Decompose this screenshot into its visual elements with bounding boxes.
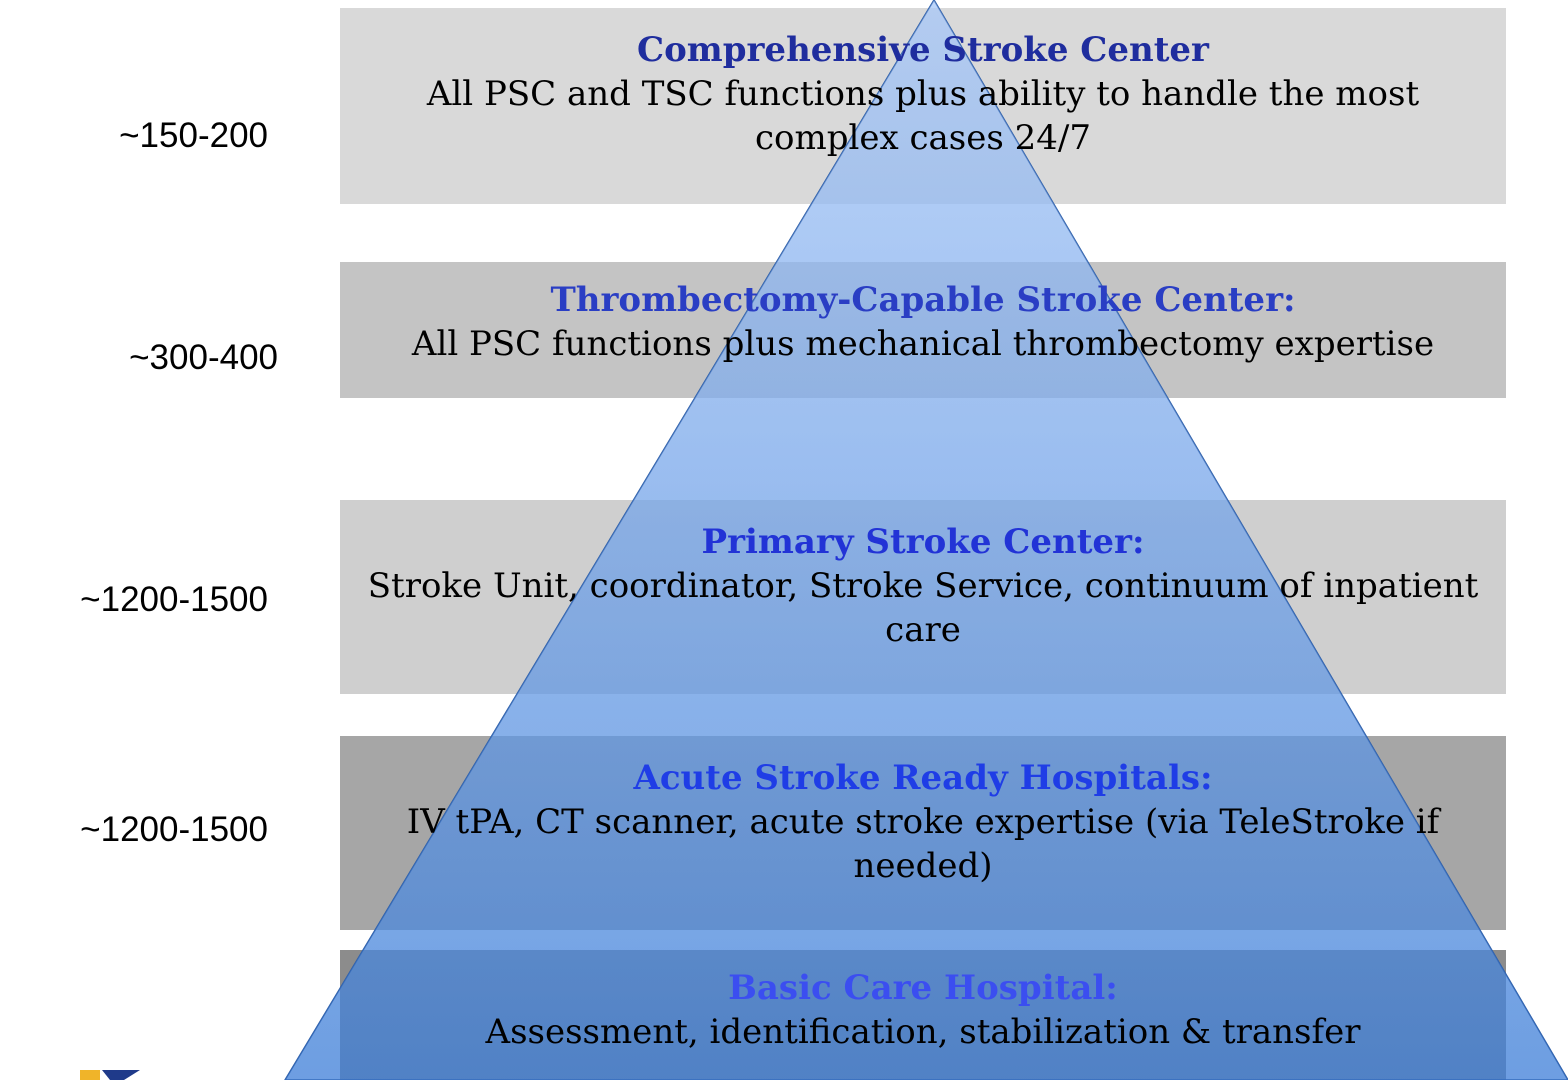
- tier-count-3: ~1200-1500: [80, 580, 268, 619]
- tier-count-2: ~300-400: [129, 338, 278, 377]
- tier-primary: Primary Stroke Center: Stroke Unit, coor…: [340, 520, 1506, 652]
- pyramid-fill: [285, 0, 1568, 1080]
- tier-count-4: ~1200-1500: [80, 810, 268, 849]
- logo-icon: [80, 1070, 140, 1080]
- tier-basic-care: Basic Care Hospital: Assessment, identif…: [340, 966, 1506, 1054]
- tier-acute-ready: Acute Stroke Ready Hospitals: IV tPA, CT…: [340, 756, 1506, 888]
- tier-comprehensive: Comprehensive Stroke Center All PSC and …: [340, 28, 1506, 160]
- tier-thrombectomy: Thrombectomy-Capable Stroke Center: All …: [340, 278, 1506, 366]
- tier-title: Comprehensive Stroke Center: [637, 30, 1209, 70]
- tier-description: Assessment, identification, stabilizatio…: [485, 1012, 1361, 1052]
- tier-description: All PSC and TSC functions plus ability t…: [426, 74, 1420, 158]
- tier-title: Primary Stroke Center:: [701, 522, 1145, 562]
- tier-title: Thrombectomy-Capable Stroke Center:: [550, 280, 1296, 320]
- tier-count-1: ~150-200: [119, 116, 268, 155]
- tier-title: Basic Care Hospital:: [728, 968, 1118, 1008]
- tier-description: All PSC functions plus mechanical thromb…: [411, 324, 1435, 364]
- tier-description: Stroke Unit, coordinator, Stroke Service…: [367, 566, 1479, 650]
- tier-description: IV tPA, CT scanner, acute stroke experti…: [406, 802, 1440, 886]
- tier-title: Acute Stroke Ready Hospitals:: [633, 758, 1213, 798]
